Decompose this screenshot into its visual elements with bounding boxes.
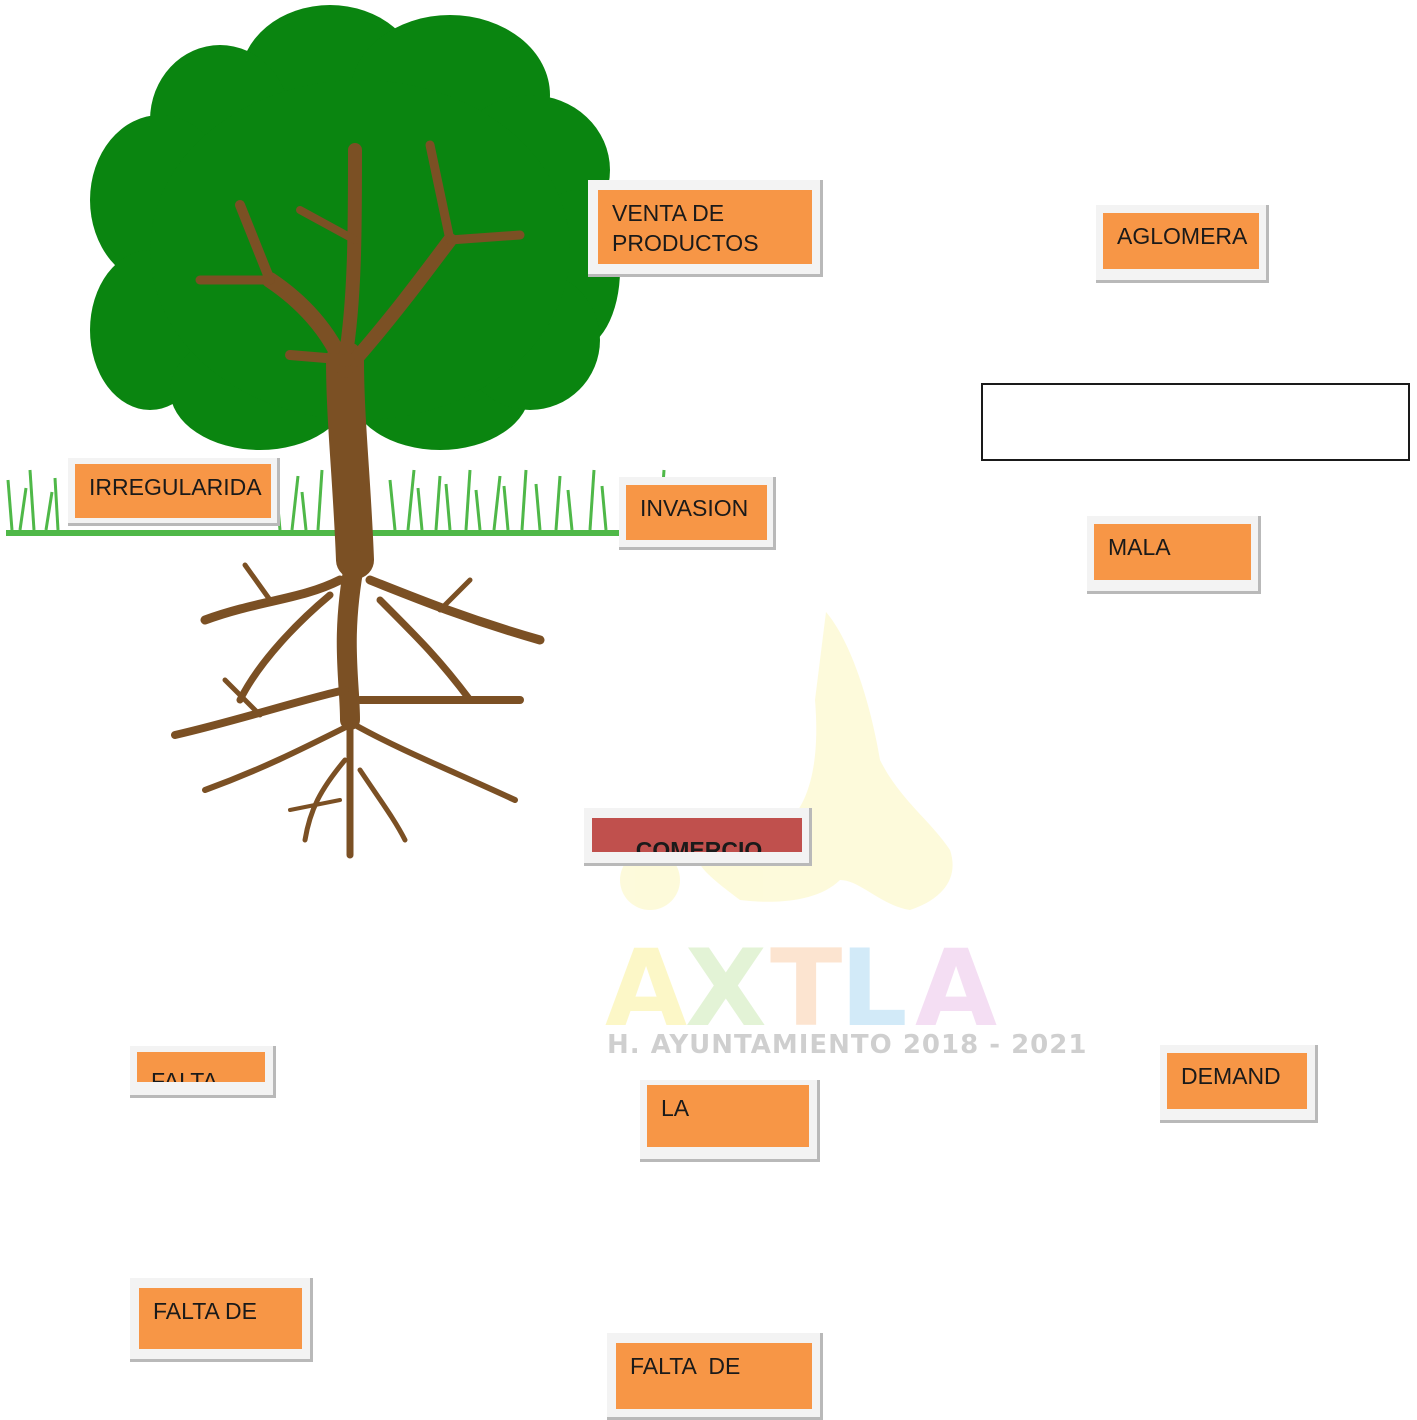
label-mala: MALA [1094,524,1251,580]
tree-trunk [195,140,525,579]
label-invasion: INVASION [626,485,767,540]
logo-letter-x: X [685,927,767,1050]
label-comercio: COMERCIO [592,818,802,852]
tree-roots [171,550,545,859]
logo-letter-a2: A [915,927,998,1050]
logo-letter-l: L [840,927,908,1050]
empty-text-box [981,383,1410,461]
label-aglomera: AGLOMERA [1103,213,1259,269]
label-falta-de-2: FALTA DE [616,1343,812,1409]
logo-letter-t: T [770,927,843,1050]
logo-letter-a1: A [605,927,688,1050]
label-la: LA [647,1085,809,1147]
label-irregularida: IRREGULARIDA [75,464,271,518]
label-falta-de-1: FALTA DE [139,1288,302,1349]
tree-foliage [90,5,620,450]
logo-subtitle: H. AYUNTAMIENTO 2018 - 2021 [607,1030,1088,1060]
label-venta-de-productos: VENTA DE PRODUCTOS [598,190,812,264]
label-demand: DEMAND [1167,1053,1307,1109]
label-falta: FALTA [137,1052,265,1082]
